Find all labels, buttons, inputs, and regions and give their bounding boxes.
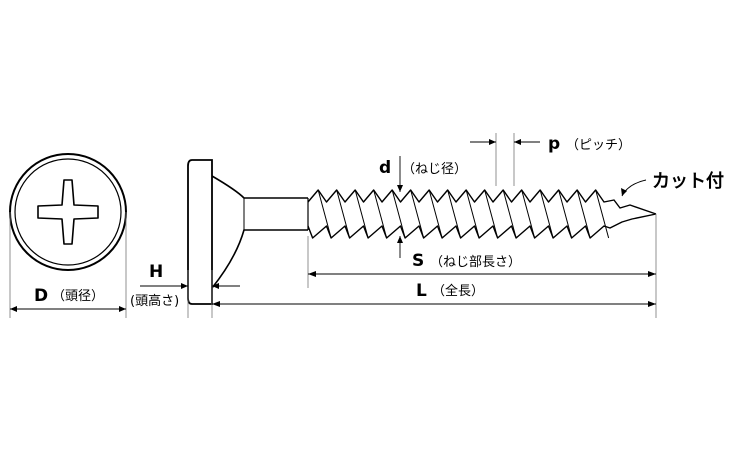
h-description: (頭高さ) [130,293,179,309]
p-label: p [548,134,560,154]
d-label: d [379,158,391,178]
pitch-dimension [470,133,540,186]
l-description: （全長） [432,283,484,299]
d-head-label: D [34,286,48,306]
total-length-dimension [212,301,656,307]
head-height-dimension [140,270,240,318]
head-top-view [9,153,127,271]
screw-side-view [187,159,657,305]
cut-label: カット付 [652,170,724,192]
h-label: H [149,262,163,282]
cut-leader [621,179,647,197]
d-head-description: （頭径） [52,289,104,304]
thread-diameter-dimension [397,156,403,258]
p-description: （ピッチ） [566,138,631,153]
d-description: （ねじ径） [402,162,467,177]
s-description: （ねじ部長さ） [430,255,521,270]
thread-length-dimension [307,214,657,318]
l-label: L [416,281,427,301]
s-label: S [412,251,424,271]
phillips-recess-icon [37,179,99,245]
head-diameter-dimension [9,212,127,318]
